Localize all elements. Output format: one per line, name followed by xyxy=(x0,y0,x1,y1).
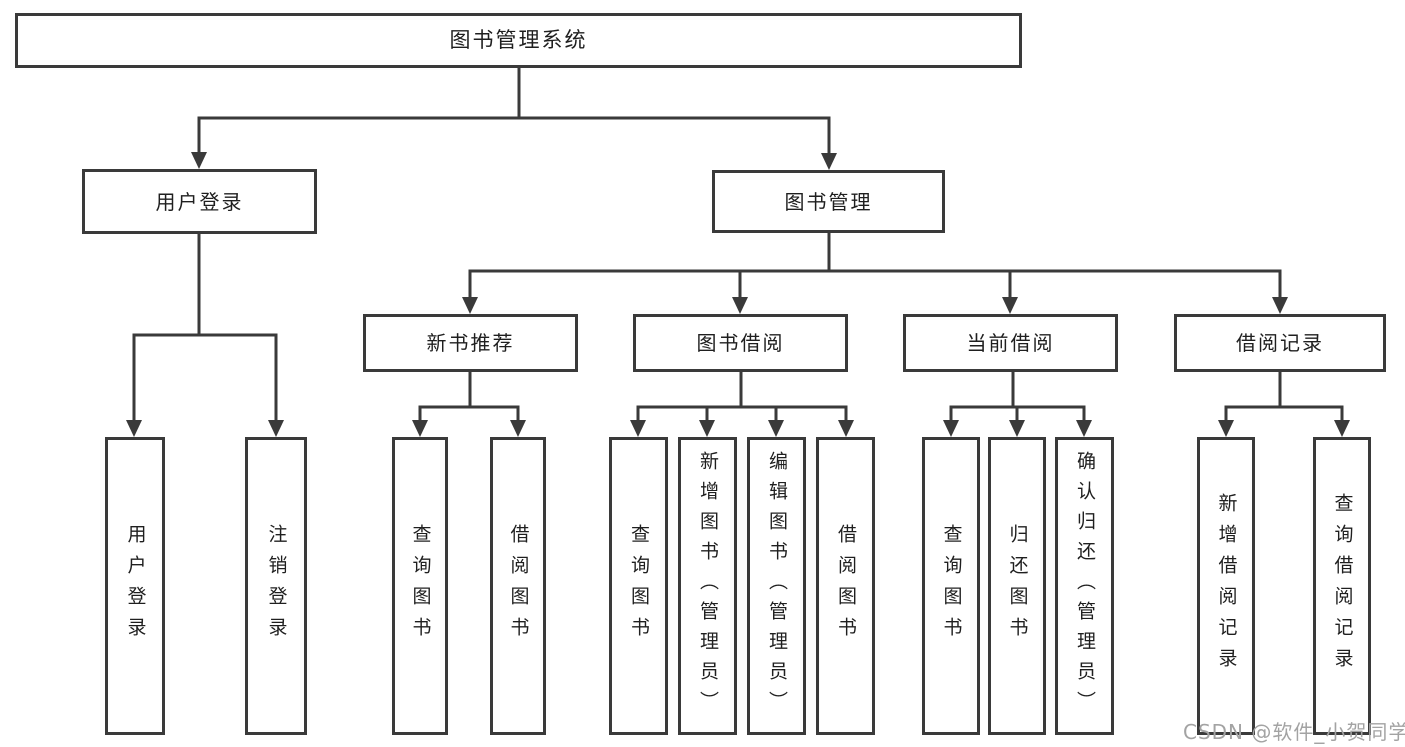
edge-current-split xyxy=(949,370,1086,422)
arrowhead-icon xyxy=(1009,420,1025,437)
node-borrow-records: 借阅记录 xyxy=(1174,314,1386,372)
node-root-library-management-system: 图书管理系统 xyxy=(15,13,1022,68)
arrowhead-icon xyxy=(126,420,142,437)
leaf-records-add-record: 新增借阅记录 xyxy=(1197,437,1255,735)
arrowhead-icon xyxy=(838,420,854,437)
arrowhead-icon xyxy=(462,297,478,314)
arrowhead-icon xyxy=(1002,297,1018,314)
leaf-current-confirm-return-admin: 确认归还（管理员） xyxy=(1055,437,1114,735)
leaf-recommend-query-books: 查询图书 xyxy=(392,437,448,735)
node-book-management: 图书管理 xyxy=(712,170,945,233)
node-user-login: 用户登录 xyxy=(82,169,317,234)
edge-borrow-split xyxy=(636,370,848,422)
arrowhead-icon xyxy=(630,420,646,437)
arrowhead-icon xyxy=(768,420,784,437)
leaf-records-query-record: 查询借阅记录 xyxy=(1313,437,1371,735)
leaf-recommend-borrow-books: 借阅图书 xyxy=(490,437,546,735)
leaf-borrow-borrow-books: 借阅图书 xyxy=(816,437,875,735)
edge-records-split xyxy=(1224,370,1344,422)
leaf-borrow-edit-books-admin: 编辑图书（管理员） xyxy=(747,437,806,735)
arrowhead-icon xyxy=(1334,420,1350,437)
arrowhead-icon xyxy=(412,420,428,437)
arrowhead-icon xyxy=(191,152,207,169)
arrowhead-icon xyxy=(943,420,959,437)
edge-root-split xyxy=(197,66,831,155)
arrowhead-icon xyxy=(268,420,284,437)
arrowhead-icon xyxy=(699,420,715,437)
leaf-current-return-books: 归还图书 xyxy=(988,437,1046,735)
arrowhead-icon xyxy=(510,420,526,437)
arrowhead-icon xyxy=(821,153,837,170)
edge-recommend-split xyxy=(418,370,520,422)
arrowhead-icon xyxy=(1218,420,1234,437)
edge-login-split xyxy=(132,232,278,422)
arrowhead-icon xyxy=(732,297,748,314)
leaf-borrow-query-books: 查询图书 xyxy=(609,437,668,735)
arrowhead-icon xyxy=(1272,297,1288,314)
leaf-user-login: 用户登录 xyxy=(105,437,165,735)
node-new-book-recommend: 新书推荐 xyxy=(363,314,578,372)
leaf-current-query-books: 查询图书 xyxy=(922,437,980,735)
edge-manage-split xyxy=(468,231,1282,299)
csdn-watermark: CSDN @软件_小贺同学 xyxy=(1183,720,1405,744)
node-current-borrow: 当前借阅 xyxy=(903,314,1118,372)
arrowhead-icon xyxy=(1076,420,1092,437)
leaf-borrow-add-books-admin: 新增图书（管理员） xyxy=(678,437,737,735)
leaf-logout: 注销登录 xyxy=(245,437,307,735)
node-book-borrow: 图书借阅 xyxy=(633,314,848,372)
